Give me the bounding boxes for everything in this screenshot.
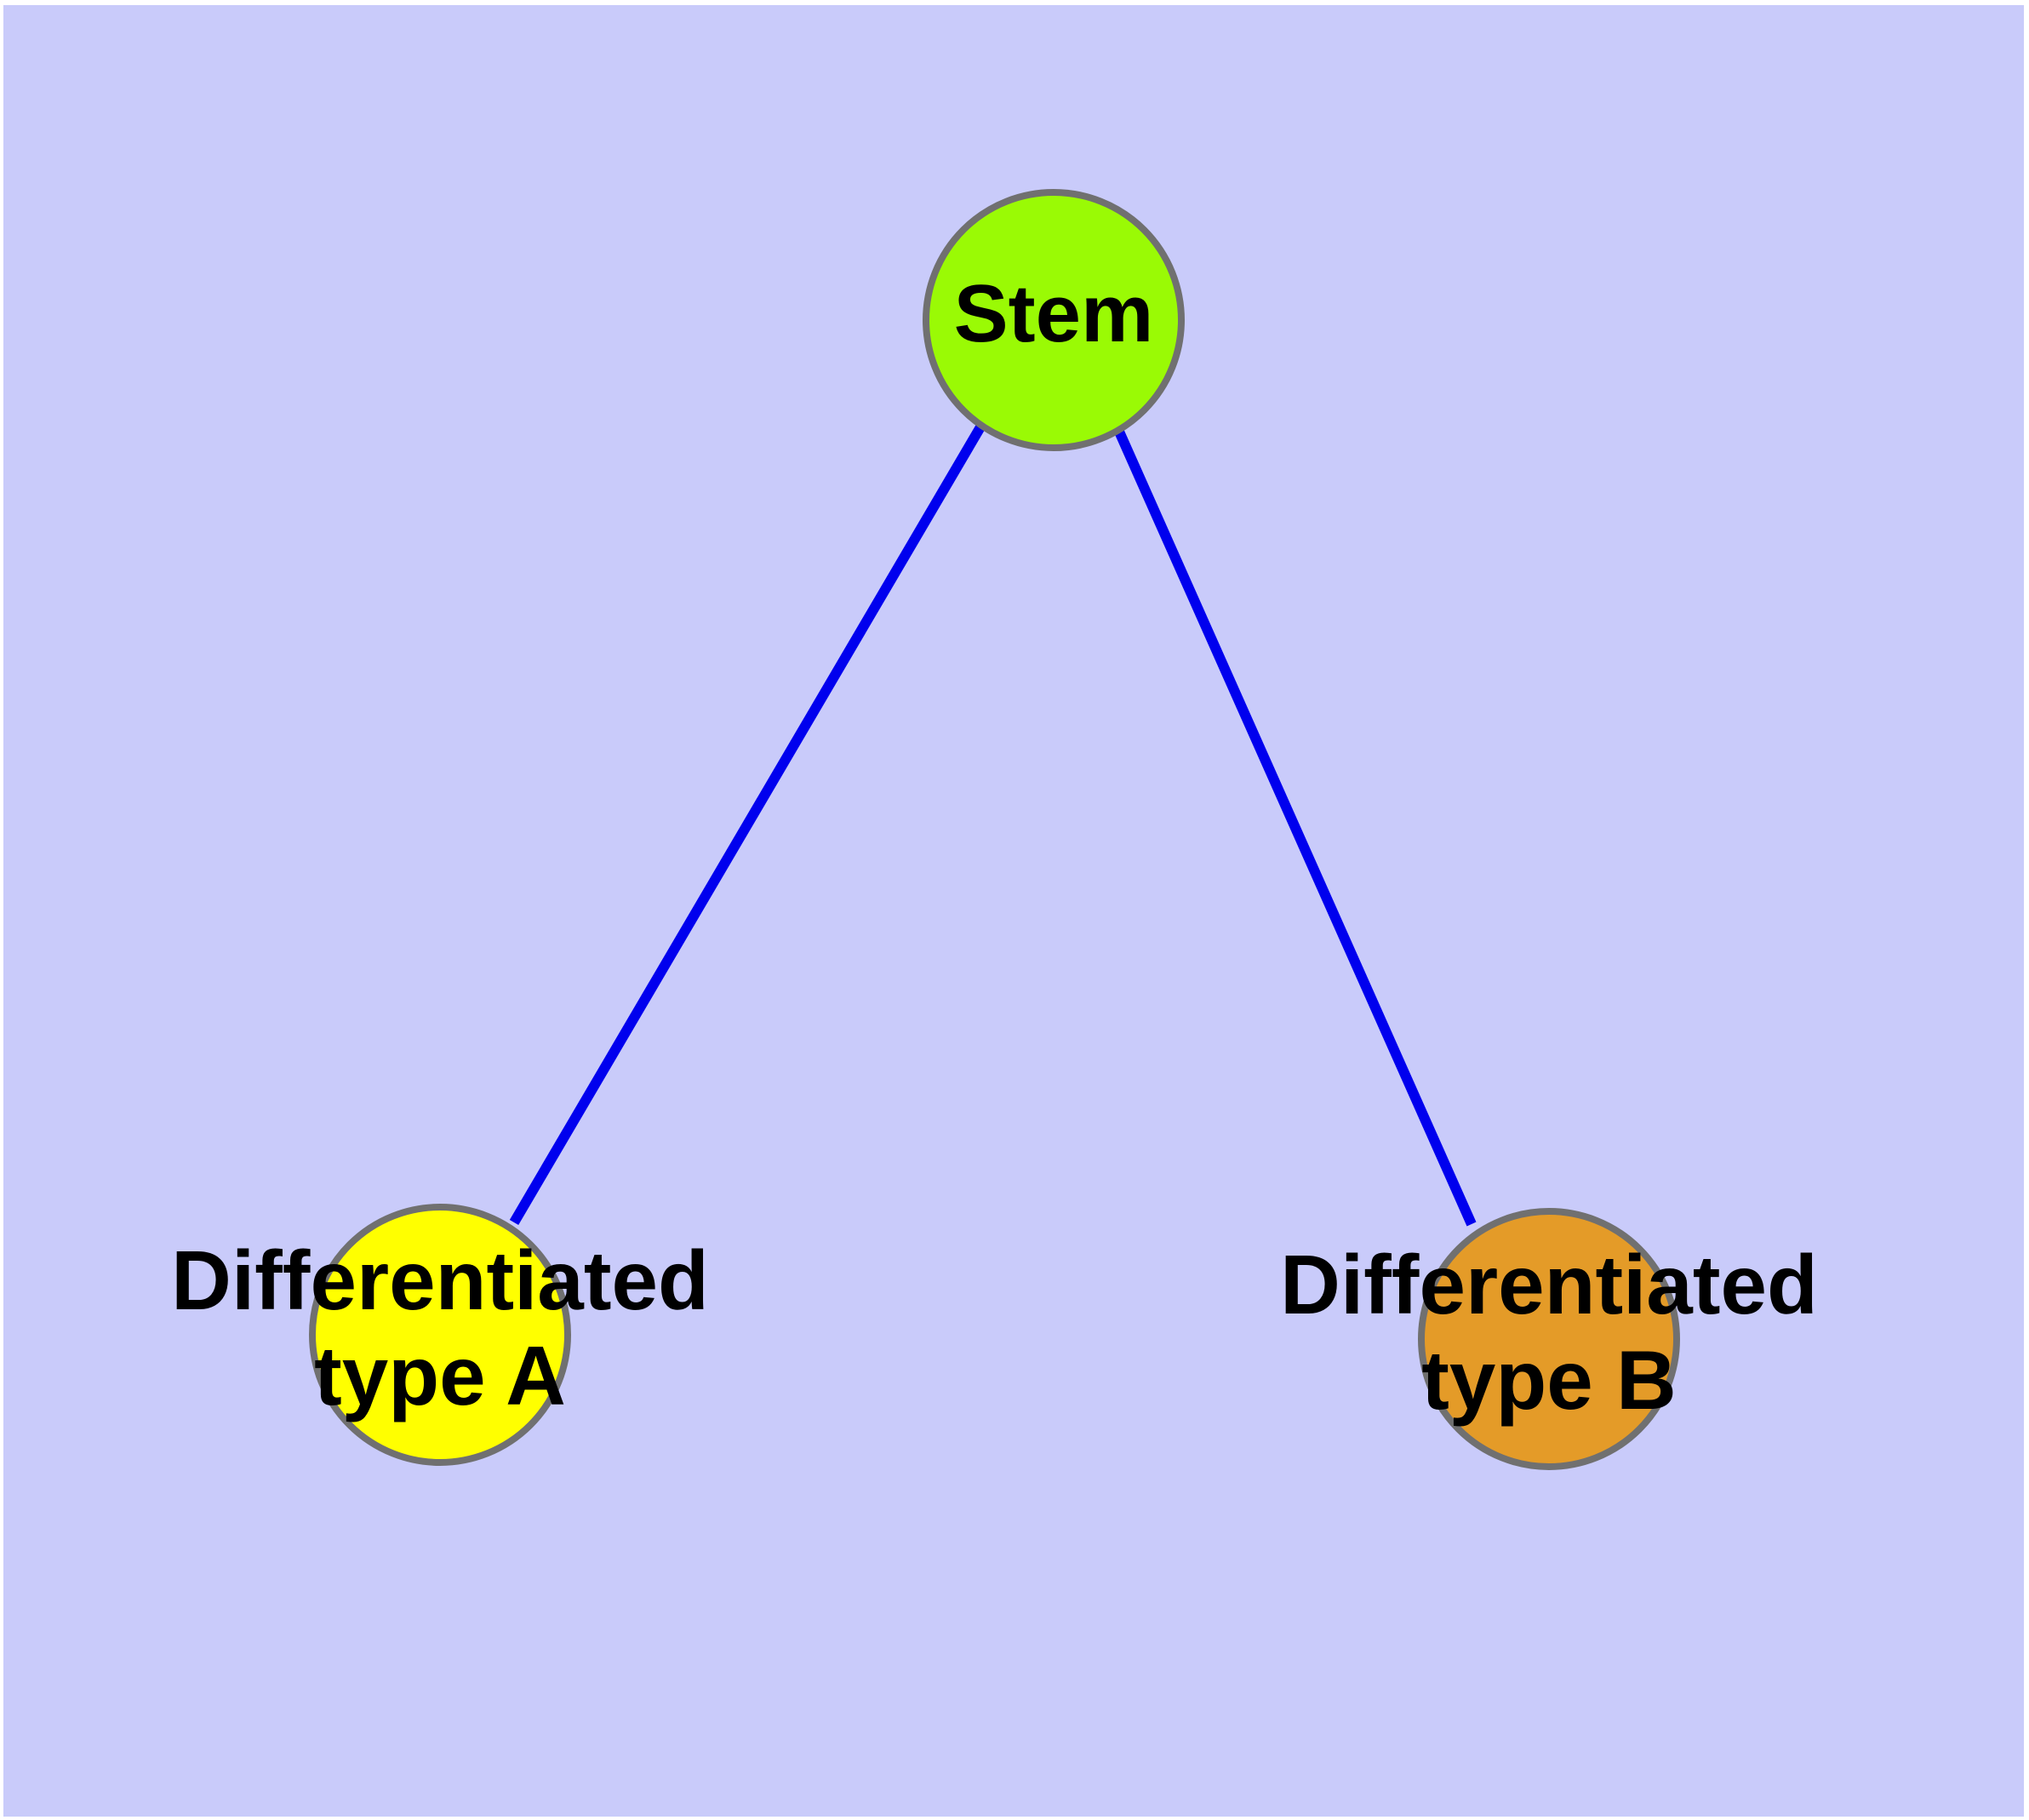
node-label-line: type A: [314, 1329, 566, 1422]
node-label-line: Differentiated: [1280, 1238, 1818, 1331]
node-differentiated-b-circle[interactable]: [1418, 1208, 1680, 1470]
node-label-line: type B: [1421, 1333, 1677, 1427]
node-label-line: Differentiated: [171, 1233, 709, 1327]
edges-group: [509, 421, 1477, 1227]
edge-stem-to-differentiated-b: [1111, 421, 1477, 1227]
node-stem-circle[interactable]: [923, 189, 1185, 451]
node-differentiated-a-circle[interactable]: [309, 1204, 571, 1466]
node-stem-label: Stem: [954, 268, 1154, 359]
nodes-group: [309, 189, 1680, 1470]
edge-stem-to-differentiated-a: [509, 422, 986, 1226]
node-label-line: Stem: [954, 268, 1154, 359]
